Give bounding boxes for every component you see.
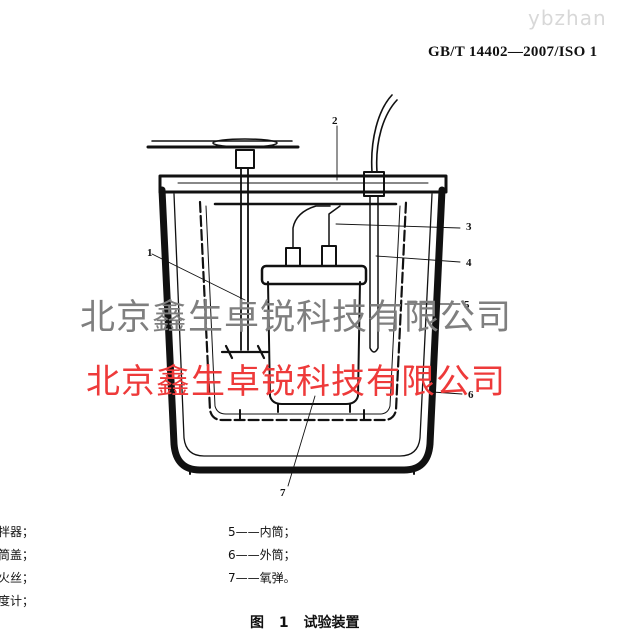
legend-right-6: 6——外筒； [228,548,296,562]
leader-7 [287,395,316,487]
legend-left-3: 火丝； [0,571,35,585]
stirrer-blade [220,344,270,360]
legend-right-5: 5——内筒； [228,525,296,539]
thermometer-cable [370,94,393,173]
part-number-5: 5 [464,299,470,311]
part-number-1: 1 [147,247,153,259]
leader-6 [431,391,463,395]
part-number-2: 2 [332,115,338,127]
thermometer-cable-2 [375,99,398,173]
inner-vessel-inner [205,205,401,415]
watermark-gray: 北京鑫生卓锐科技有限公司 [80,298,513,338]
bomb-valve-left [285,247,301,267]
figure-caption: 图 1 试验装置 [250,615,360,631]
bomb-body [267,281,361,405]
legend-right-7: 7——氧弹。 [228,571,296,585]
leader-4 [375,255,461,263]
leader-1 [151,253,246,301]
legend-left-2: 筒盖； [0,548,35,562]
thermometer-stem [369,195,379,353]
part-number-7: 7 [280,487,286,499]
stirrer-shaft [240,167,249,351]
bomb-leads [292,205,341,249]
part-number-4: 4 [466,257,472,269]
lid [158,174,448,194]
legend-left-1: 拌器； [0,525,35,539]
leader-3 [335,223,461,229]
standard-code: GB/T 14402—2007/ISO 1 [428,44,598,60]
bomb-valve-right [321,245,337,267]
bomb-feet [277,403,351,413]
bomb-cap [260,264,368,286]
thermometer-head [363,171,385,197]
part-number-6: 6 [468,389,474,401]
inner-vessel [198,200,408,422]
watermark-red: 北京鑫生卓锐科技有限公司 [86,362,506,402]
pulley-wheel [212,138,278,148]
outer-vessel-inner-line [173,193,433,457]
stirrer-hub [235,149,255,169]
legend-left-4: 度计； [0,594,35,608]
part-number-3: 3 [466,221,472,233]
outer-vessel [158,186,446,474]
watermark-corner: ybzhan [528,6,607,30]
vessel-feet [189,409,415,475]
